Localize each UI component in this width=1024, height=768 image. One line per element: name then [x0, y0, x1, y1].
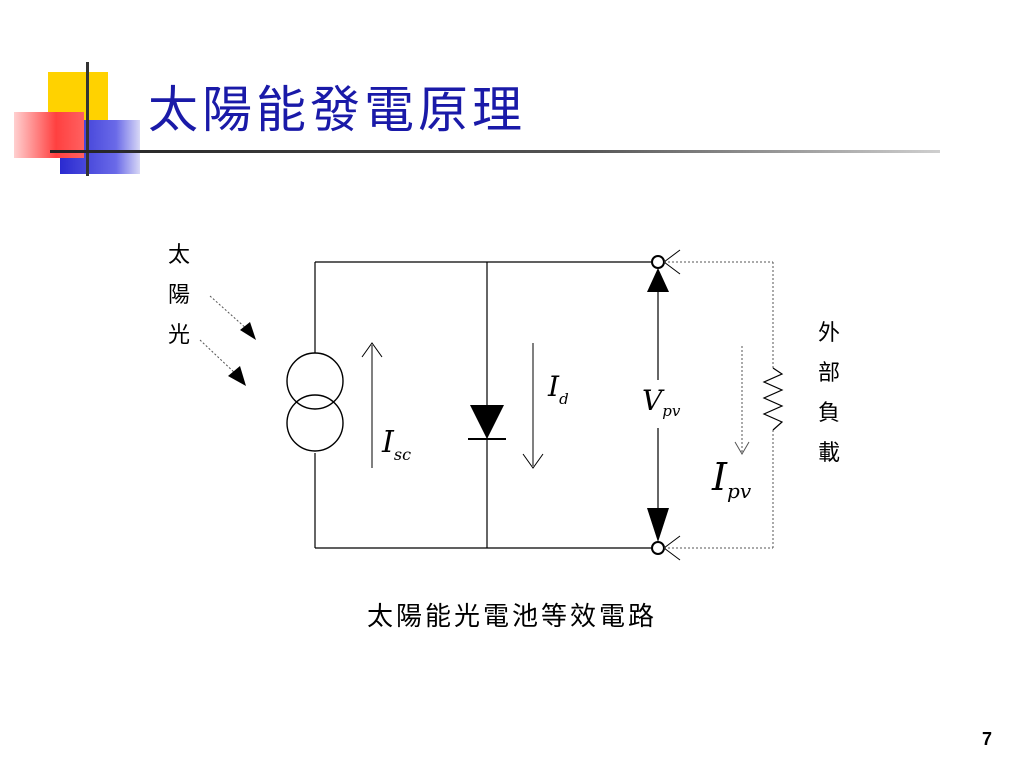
sunlight-arrows	[199, 295, 256, 386]
deco-vertical-line	[86, 62, 89, 176]
ipv-label: Ipv	[711, 455, 752, 503]
sunlight-label-char: 光	[168, 323, 190, 348]
current-source-symbol	[286, 352, 344, 452]
page-number: 7	[981, 729, 992, 749]
diagram-caption: 太陽能光電池等效電路	[366, 602, 657, 632]
load-wires	[664, 261, 774, 549]
load-resistor-symbol	[762, 367, 784, 431]
ipv-arrow	[734, 346, 750, 455]
load-label-char: 負	[818, 401, 840, 426]
load-label-char: 外	[818, 321, 840, 346]
load-label-char: 載	[818, 441, 840, 466]
sunlight-label-char: 陽	[168, 283, 190, 308]
diode-symbol	[468, 405, 506, 440]
isc-arrow	[361, 342, 383, 468]
circuit-wires	[314, 261, 652, 549]
vpv-label: Vpv	[642, 384, 681, 420]
terminal-ticks	[663, 249, 681, 561]
id-arrow	[522, 343, 544, 469]
id-label: Id	[547, 370, 569, 408]
output-terminals	[651, 255, 665, 555]
load-label-char: 部	[818, 361, 840, 386]
vpv-arrows	[647, 268, 669, 542]
title-underline	[50, 150, 940, 153]
page-title: 太陽能發電原理	[148, 81, 526, 139]
sunlight-label-char: 太	[168, 243, 190, 268]
isc-label: Isc	[381, 425, 411, 464]
